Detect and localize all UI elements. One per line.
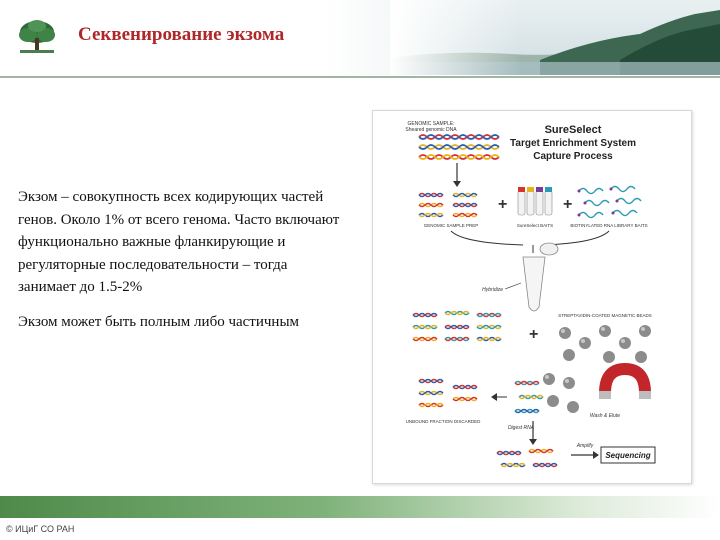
genomic-sample-label: GENOMIC SAMPLE: <box>408 121 455 127</box>
sequencing-label: Sequencing <box>605 451 650 460</box>
amplify-label: Amplify <box>576 443 594 449</box>
capture-process-figure: SureSelect Target Enrichment System Capt… <box>372 110 692 484</box>
genomic-sample-sublabel: Sheared genomic DNA <box>405 127 457 133</box>
hybridize-label: Hybridize <box>482 287 503 293</box>
baits-tubes-label: SureSelect BAITS <box>517 223 553 228</box>
figure-title-line2: Target Enrichment System <box>510 138 636 149</box>
sequencing-box <box>600 446 656 464</box>
footer-bar <box>0 496 720 518</box>
beads-label: STREPTAVIDIN-COATED MAGNETIC BEADS <box>558 313 652 318</box>
page-title: Секвенирование экзома <box>78 24 285 45</box>
hybridization-tube <box>522 242 559 312</box>
header-divider <box>0 76 720 78</box>
plus-sign-2: + <box>563 196 572 213</box>
magnet-icon <box>599 362 651 399</box>
tree-logo-icon <box>14 16 60 56</box>
genomic-dna-strands <box>418 134 500 160</box>
plus-sign-3: + <box>529 326 538 343</box>
prep-kit-label: GENOMIC SAMPLE PREP <box>424 223 479 228</box>
exome-scope-paragraph: Экзом может быть полным либо частичным <box>18 313 300 330</box>
wash-elute-label: Wash & Elute <box>590 413 620 419</box>
reagent-tubes <box>517 187 553 216</box>
enriched-dna <box>496 448 558 468</box>
captured-dna-on-beads <box>514 373 579 414</box>
header: Секвенирование экзома <box>0 0 720 75</box>
exome-definition-paragraph: Экзом – совокупность всех кодирующих час… <box>18 189 340 295</box>
header-landscape-image <box>390 0 720 75</box>
fragmented-dna <box>418 192 478 218</box>
magnetic-beads <box>559 325 651 363</box>
rna-baits <box>577 185 642 219</box>
hybridized-dna <box>412 310 502 342</box>
baits-label: BIOTINYLATED RNA LIBRARY BAITS <box>570 223 647 228</box>
digest-rna-label: Digest RNA <box>508 425 535 431</box>
capture-process-diagram: SureSelect Target Enrichment System Capt… <box>405 121 656 468</box>
unbound-dna <box>418 378 478 408</box>
unbound-fraction-label: UNBOUND FRACTION DISCARDED <box>406 419 482 424</box>
figure-title-line1: SureSelect <box>545 124 602 136</box>
plus-sign-1: + <box>498 196 507 213</box>
footer-copyright: © ИЦиГ СО РАН <box>6 524 75 534</box>
content-text: Экзом – совокупность всех кодирующих час… <box>18 186 348 333</box>
figure-title-line3: Capture Process <box>533 151 613 162</box>
